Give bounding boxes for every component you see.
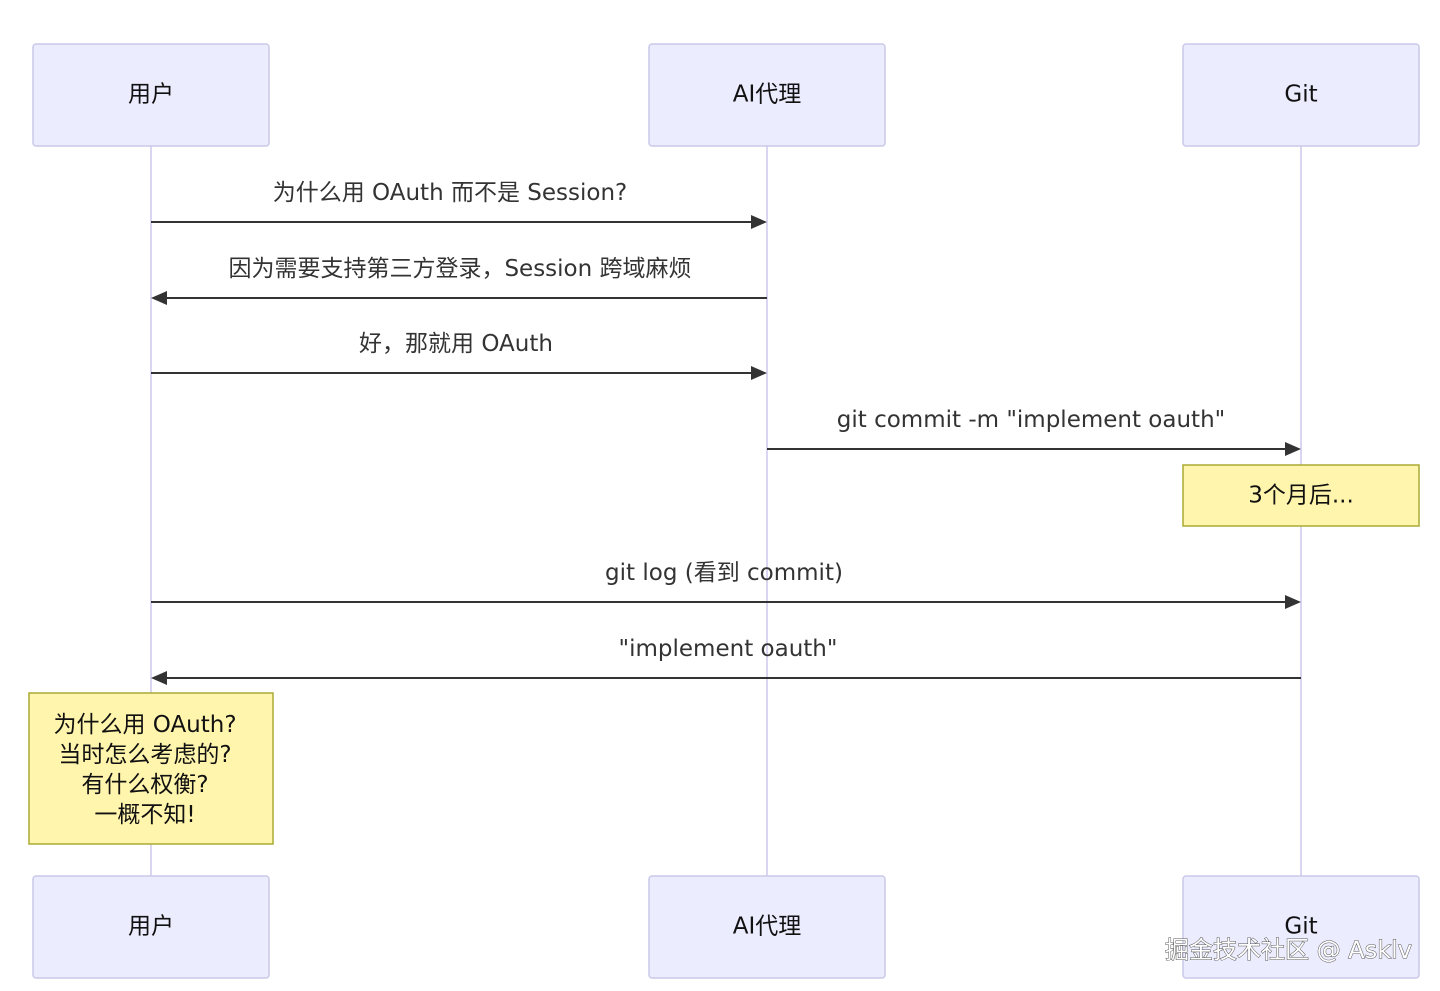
message-label: 为什么用 OAuth 而不是 Session? [273, 180, 628, 206]
message-label: "implement oauth" [619, 636, 838, 662]
actor-label: 用户 [128, 914, 174, 940]
actor-label: AI代理 [733, 82, 802, 108]
message-6: "implement oauth" [151, 636, 1301, 685]
actor-git-bottom: Git [1182, 875, 1420, 979]
watermark-text: 掘金技术社区 @ Asklv [1165, 936, 1412, 964]
note-line: 有什么权衡? [81, 772, 208, 798]
note-line: 一概不知! [94, 802, 195, 828]
message-2: 因为需要支持第三方登录，Session 跨域麻烦 [151, 256, 767, 305]
message-label: 因为需要支持第三方登录，Session 跨域麻烦 [228, 256, 691, 282]
note-line: 3个月后... [1248, 483, 1354, 509]
actor-ai-bottom: AI代理 [648, 875, 886, 979]
message-label: git log (看到 commit) [605, 560, 843, 586]
actor-user-top: 用户 [32, 43, 270, 147]
message-1: 为什么用 OAuth 而不是 Session? [151, 180, 767, 229]
message-label: git commit -m "implement oauth" [837, 407, 1225, 433]
note-over-git: 3个月后... [1182, 464, 1420, 527]
actor-label: 用户 [128, 82, 174, 108]
actor-git-top: Git [1182, 43, 1420, 147]
actor-label: Git [1284, 914, 1317, 940]
note-line: 当时怎么考虑的? [58, 742, 231, 768]
note-line: 为什么用 OAuth? [53, 712, 236, 738]
message-label: 好，那就用 OAuth [359, 331, 553, 357]
actor-user-bottom: 用户 [32, 875, 270, 979]
actor-label: Git [1284, 82, 1317, 108]
note-over-user: 为什么用 OAuth? 当时怎么考虑的? 有什么权衡? 一概不知! [28, 692, 274, 845]
actor-label: AI代理 [733, 914, 802, 940]
message-3: 好，那就用 OAuth [151, 331, 767, 380]
message-5: git log (看到 commit) [151, 560, 1301, 609]
message-4: git commit -m "implement oauth" [767, 407, 1301, 456]
actor-ai-top: AI代理 [648, 43, 886, 147]
